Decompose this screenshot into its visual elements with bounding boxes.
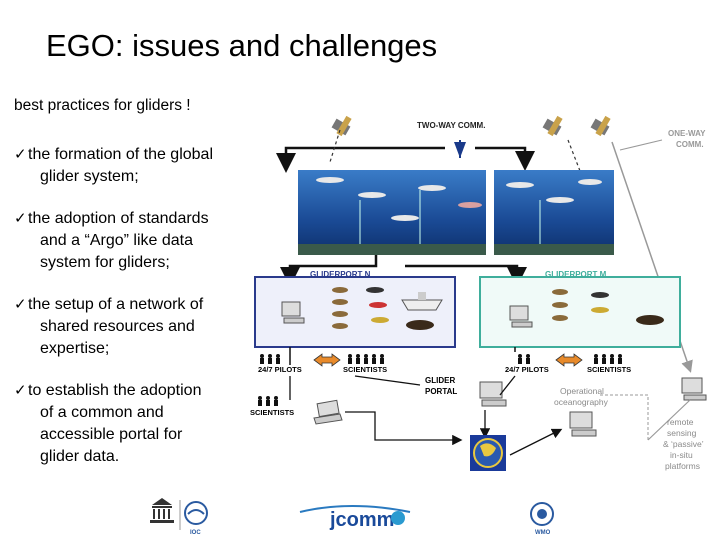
glider-icon xyxy=(636,315,664,325)
connector-line xyxy=(345,411,463,446)
laptop-icon xyxy=(313,399,343,425)
comm-dashed xyxy=(329,129,341,163)
computer-icon xyxy=(681,377,707,401)
bullet-item: ✓ the setup of a network of shared resou… xyxy=(14,294,254,360)
people-icons xyxy=(258,396,278,406)
comm-arrow xyxy=(276,146,445,173)
connector-line xyxy=(647,399,691,441)
bullet-line: the formation of the global xyxy=(28,146,214,163)
bullet-item: ✓ the formation of the global glider sys… xyxy=(14,144,254,188)
comm-line xyxy=(619,139,663,151)
scientists-left-label: SCIENTISTS xyxy=(250,408,294,417)
pilots-n-label: 24/7 PILOTS xyxy=(258,365,302,374)
gliderport-n-label: GLIDERPORT N xyxy=(310,270,371,279)
remote-sensing-label: & ‘passive’ xyxy=(663,439,704,449)
bullet-line: shared resources and xyxy=(40,318,195,335)
connector-dashed xyxy=(600,394,649,440)
jcomm-logo: jcomm xyxy=(299,505,411,531)
check-icon: ✓ xyxy=(14,382,27,399)
remote-sensing-label: platforms xyxy=(665,461,700,471)
one-way-comm-label: COMM. xyxy=(676,140,704,149)
bullet-line: the setup of a network of xyxy=(28,296,204,313)
bullet-line: glider data. xyxy=(40,448,120,465)
bullet-line: and a “Argo” like data xyxy=(40,232,193,249)
bullet-line: system for gliders; xyxy=(40,254,170,271)
intro-text: best practices for gliders ! xyxy=(14,97,191,114)
operational-label: oceanography xyxy=(554,397,609,407)
pilots-m-label: 24/7 PILOTS xyxy=(505,365,549,374)
computer-icon xyxy=(509,305,533,328)
slide-title: EGO: issues and challenges xyxy=(46,28,438,63)
comm-arrow xyxy=(475,146,535,171)
bullet-line: expertise; xyxy=(40,340,110,357)
globe-icon xyxy=(470,435,506,471)
people-icons xyxy=(260,354,622,364)
unesco-logo xyxy=(150,498,174,523)
bullet-item: ✓ to establish the adoption of a common … xyxy=(14,380,254,468)
bullet-line: glider system; xyxy=(40,168,139,185)
bullet-line: of a common and xyxy=(40,404,164,421)
glider-portal-label: GLIDER xyxy=(425,376,455,385)
bullet-line: accessible portal for xyxy=(40,426,183,443)
ocean-scene-left xyxy=(298,170,486,255)
check-icon: ✓ xyxy=(14,296,27,313)
bullet-list: ✓ the formation of the global glider sys… xyxy=(14,144,254,488)
remote-sensing-label: in-situ xyxy=(670,450,693,460)
glider-icons xyxy=(552,289,609,321)
antenna-icon xyxy=(454,140,466,158)
double-arrow-icon xyxy=(313,353,341,367)
computer-icon xyxy=(479,381,507,407)
glider-icons xyxy=(332,287,389,329)
satellite-icon xyxy=(542,115,563,137)
jcomm-label: jcomm xyxy=(329,509,394,531)
check-icon: ✓ xyxy=(14,210,27,227)
two-way-comm-label: TWO-WAY COMM. xyxy=(417,121,485,130)
computer-icon xyxy=(569,411,597,437)
bullet-line: the adoption of standards xyxy=(28,210,209,227)
glider-portal-label: PORTAL xyxy=(425,387,457,396)
connector-line xyxy=(289,375,516,400)
bullet-item: ✓ the adoption of standards and a “Argo”… xyxy=(14,208,254,274)
gliderport-m-label: GLIDERPORT M xyxy=(545,270,607,279)
remote-sensing-label: remote xyxy=(667,417,694,427)
computer-icon xyxy=(281,301,305,324)
operational-label: Operational xyxy=(560,386,604,396)
satellite-icon xyxy=(590,115,611,137)
one-way-comm-label: ONE-WAY xyxy=(668,129,706,138)
comm-arrow xyxy=(280,255,378,287)
bullet-line: to establish the adoption xyxy=(28,382,202,399)
ioc-label: IOC xyxy=(190,530,201,536)
ocean-scene-right xyxy=(494,170,614,255)
wmo-logo: WMO xyxy=(530,502,554,536)
wmo-label: WMO xyxy=(535,530,551,536)
remote-sensing-label: sensing xyxy=(667,428,697,438)
connector-line xyxy=(509,428,563,456)
glider-icon xyxy=(406,320,434,330)
ioc-logo: IOC xyxy=(184,501,208,536)
ship-icon xyxy=(401,292,443,311)
scientists-n-label: SCIENTISTS xyxy=(343,365,387,374)
double-arrow-icon xyxy=(555,353,583,367)
satellite-icon xyxy=(331,115,352,137)
check-icon: ✓ xyxy=(14,146,27,163)
scientists-m-label: SCIENTISTS xyxy=(587,365,631,374)
